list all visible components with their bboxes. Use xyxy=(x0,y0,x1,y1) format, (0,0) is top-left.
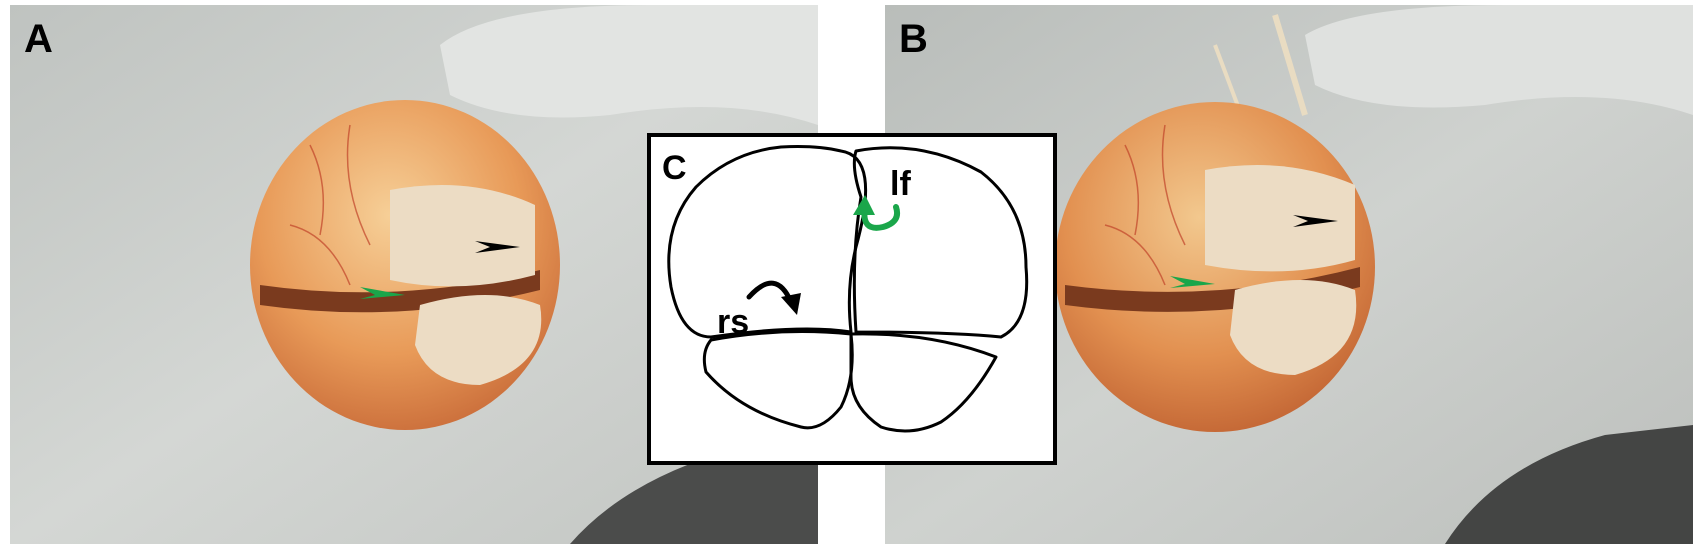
brain-schematic xyxy=(667,145,1029,433)
green-arrowhead xyxy=(853,195,875,215)
panel-letter-a: A xyxy=(24,17,53,61)
label-rs: rs xyxy=(717,303,750,341)
left-cerebellum-outline xyxy=(702,330,854,430)
panel-letter-c: C xyxy=(662,149,687,187)
left-hemisphere-outline xyxy=(667,145,868,339)
right-cerebellum-outline xyxy=(849,332,998,433)
black-arrowhead xyxy=(781,293,801,315)
green-curved-arrow xyxy=(861,204,901,231)
diagram-panel-c: C lf rs xyxy=(647,133,1057,465)
panel-letter-b: B xyxy=(899,17,928,61)
right-hemisphere-outline xyxy=(852,146,1029,339)
label-lf: lf xyxy=(890,165,911,203)
